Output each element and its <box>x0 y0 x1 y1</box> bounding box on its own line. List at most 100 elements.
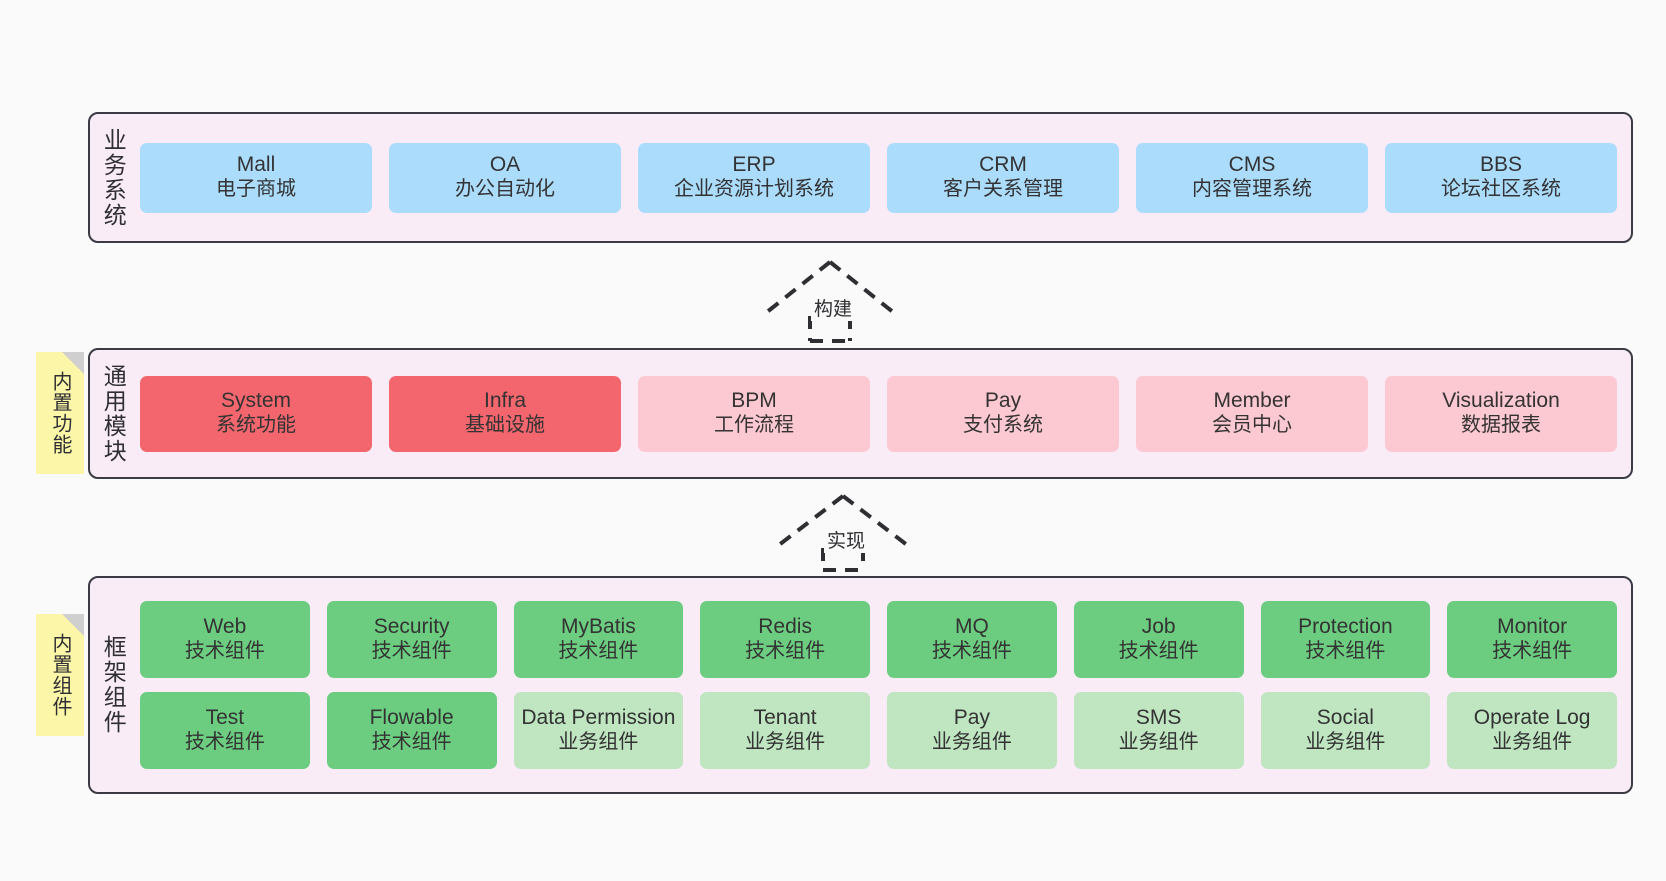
node-subtitle: 技术组件 <box>745 640 826 663</box>
node-flowable[interactable]: Flowable 技术组件 <box>326 692 497 769</box>
node-title: BBS <box>1479 153 1523 177</box>
node-subtitle: 业务组件 <box>931 731 1012 754</box>
node-title: Data Permission <box>521 706 676 730</box>
node-subtitle: 技术组件 <box>184 640 265 663</box>
node-monitor[interactable]: Monitor 技术组件 <box>1447 601 1617 678</box>
node-redis[interactable]: Redis 技术组件 <box>700 601 870 678</box>
node-erp[interactable]: ERP 企业资源计划系统 <box>638 142 870 213</box>
node-title: BPM <box>731 389 777 413</box>
node-job[interactable]: Job 技术组件 <box>1073 601 1244 678</box>
node-subtitle: 办公自动化 <box>455 178 555 201</box>
node-mall[interactable]: Mall 电子商城 <box>140 142 372 213</box>
arrow-build-label: 构建 <box>811 294 856 321</box>
layer-row: System 系统功能 Infra 基础设施 BPM 工作流程 Pay 支付系统… <box>140 375 1617 452</box>
node-infra[interactable]: Infra 基础设施 <box>389 375 621 452</box>
node-title: OA <box>489 153 521 177</box>
node-subtitle: 技术组件 <box>1492 640 1573 663</box>
node-subtitle: 业务组件 <box>558 731 639 754</box>
node-title: Flowable <box>369 706 454 730</box>
arrow-implement-label: 实现 <box>824 526 869 553</box>
node-subtitle: 企业资源计划系统 <box>674 178 834 201</box>
node-subtitle: 会员中心 <box>1212 414 1292 437</box>
node-title: Security <box>373 615 450 639</box>
layer-label-business: 业务系统 <box>100 127 127 228</box>
note-label: 内置组件 <box>49 633 71 717</box>
node-title: System <box>220 389 291 413</box>
node-protection[interactable]: Protection 技术组件 <box>1260 601 1431 678</box>
node-title: CMS <box>1228 153 1276 177</box>
node-data-permission[interactable]: Data Permission 业务组件 <box>513 692 684 769</box>
layer-row: Mall 电子商城 OA 办公自动化 ERP 企业资源计划系统 CRM 客户关系… <box>140 142 1617 213</box>
layer-framework-components: 框架组件 Web 技术组件 Security 技术组件 MyBatis 技术组件… <box>88 576 1633 794</box>
node-test[interactable]: Test 技术组件 <box>140 692 310 769</box>
note-label: 内置功能 <box>49 371 71 455</box>
layer-body-common: System 系统功能 Infra 基础设施 BPM 工作流程 Pay 支付系统… <box>136 350 1631 477</box>
node-title: Test <box>205 706 245 730</box>
node-title: Member <box>1213 389 1291 413</box>
node-title: Protection <box>1298 615 1393 639</box>
node-title: Social <box>1316 706 1374 730</box>
node-tenant[interactable]: Tenant 业务组件 <box>700 692 870 769</box>
node-bpm[interactable]: BPM 工作流程 <box>638 375 870 452</box>
node-subtitle: 技术组件 <box>371 731 452 754</box>
note-built-in-features: 内置功能 <box>36 352 84 474</box>
node-security[interactable]: Security 技术组件 <box>326 601 497 678</box>
note-built-in-components: 内置组件 <box>36 614 84 736</box>
node-mybatis[interactable]: MyBatis 技术组件 <box>513 601 684 678</box>
node-web[interactable]: Web 技术组件 <box>140 601 310 678</box>
layer-label-framework: 框架组件 <box>100 635 127 735</box>
node-sms[interactable]: SMS 业务组件 <box>1073 692 1244 769</box>
node-subtitle: 工作流程 <box>714 414 794 437</box>
node-visualization[interactable]: Visualization 数据报表 <box>1385 375 1617 452</box>
node-subtitle: 支付系统 <box>963 414 1043 437</box>
node-subtitle: 技术组件 <box>371 640 452 663</box>
node-crm[interactable]: CRM 客户关系管理 <box>887 142 1119 213</box>
layer-body-framework: Web 技术组件 Security 技术组件 MyBatis 技术组件 Redi… <box>136 578 1631 792</box>
node-title: Mall <box>236 153 276 177</box>
node-title: Infra <box>483 389 527 413</box>
node-subtitle: 客户关系管理 <box>943 178 1063 201</box>
node-title: Redis <box>758 615 812 639</box>
node-title: CRM <box>979 153 1027 177</box>
node-subtitle: 电子商城 <box>216 178 296 201</box>
node-title: Pay <box>953 706 990 730</box>
node-title: MQ <box>954 615 989 639</box>
node-title: Web <box>203 615 247 639</box>
node-social[interactable]: Social 业务组件 <box>1260 692 1431 769</box>
node-subtitle: 技术组件 <box>931 640 1012 663</box>
layer-body-business: Mall 电子商城 OA 办公自动化 ERP 企业资源计划系统 CRM 客户关系… <box>136 114 1631 241</box>
node-cms[interactable]: CMS 内容管理系统 <box>1136 142 1368 213</box>
arrow-implement: 实现 <box>768 492 918 572</box>
node-mq[interactable]: MQ 技术组件 <box>887 601 1057 678</box>
node-system[interactable]: System 系统功能 <box>140 375 372 452</box>
node-subtitle: 数据报表 <box>1461 414 1541 437</box>
node-title: SMS <box>1135 706 1182 730</box>
node-title: Pay <box>984 389 1022 413</box>
node-title: Monitor <box>1497 615 1568 639</box>
node-operate-log[interactable]: Operate Log 业务组件 <box>1447 692 1617 769</box>
layer-business-systems: 业务系统 Mall 电子商城 OA 办公自动化 ERP 企业资源计划系统 CRM… <box>88 112 1633 243</box>
node-pay-module[interactable]: Pay 支付系统 <box>887 375 1119 452</box>
node-oa[interactable]: OA 办公自动化 <box>389 142 621 213</box>
node-pay-component[interactable]: Pay 业务组件 <box>887 692 1057 769</box>
node-subtitle: 业务组件 <box>1118 731 1199 754</box>
node-subtitle: 论坛社区系统 <box>1441 178 1561 201</box>
node-subtitle: 技术组件 <box>1305 640 1386 663</box>
node-subtitle: 内容管理系统 <box>1192 178 1312 201</box>
node-subtitle: 技术组件 <box>184 731 265 754</box>
layer-common-modules: 通用模块 System 系统功能 Infra 基础设施 BPM 工作流程 Pay… <box>88 348 1633 479</box>
layer-row: Test 技术组件 Flowable 技术组件 Data Permission … <box>140 692 1617 769</box>
node-title: ERP <box>732 153 776 177</box>
node-bbs[interactable]: BBS 论坛社区系统 <box>1385 142 1617 213</box>
layer-row: Web 技术组件 Security 技术组件 MyBatis 技术组件 Redi… <box>140 601 1617 678</box>
node-title: Visualization <box>1442 389 1560 413</box>
node-title: MyBatis <box>561 615 636 639</box>
node-title: Operate Log <box>1473 706 1591 730</box>
node-subtitle: 业务组件 <box>745 731 826 754</box>
arrow-build: 构建 <box>755 258 905 343</box>
node-subtitle: 基础设施 <box>465 414 545 437</box>
node-member[interactable]: Member 会员中心 <box>1136 375 1368 452</box>
node-subtitle: 业务组件 <box>1492 731 1573 754</box>
node-subtitle: 业务组件 <box>1305 731 1386 754</box>
